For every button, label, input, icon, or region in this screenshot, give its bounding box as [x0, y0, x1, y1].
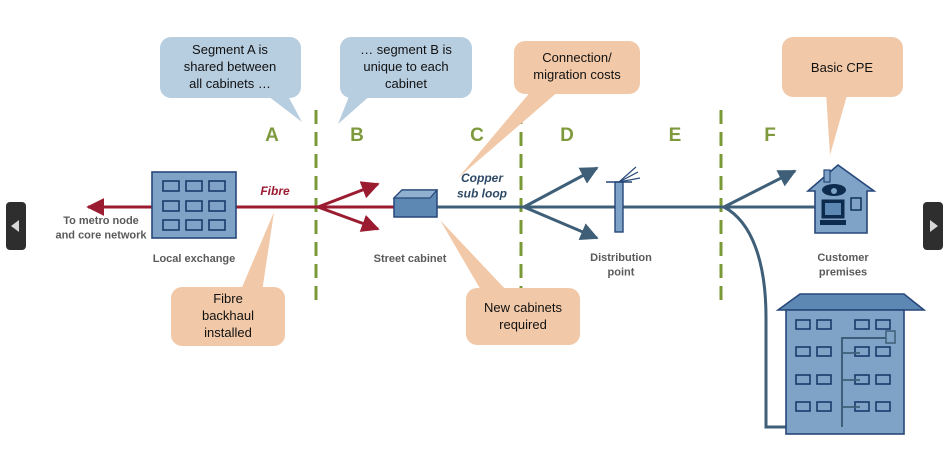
- text-line: Copper: [461, 171, 504, 185]
- copper-branch-up-arrow: [523, 166, 599, 209]
- text-line: and core network: [55, 229, 147, 241]
- callout-new-cabinets-text: New cabinets required: [484, 300, 563, 332]
- metro-node-label: To metro node and core network: [55, 215, 147, 241]
- fibre-link: [86, 181, 394, 232]
- copper-to-premises-arrow: [723, 169, 797, 209]
- text-line: premises: [819, 266, 867, 278]
- callout-fibre-backhaul: Fibre backhaul installed: [171, 212, 285, 346]
- text-line: shared between: [184, 59, 277, 74]
- segment-c-letter: C: [470, 125, 484, 146]
- callout-segment-b: … segment B is unique to each cabinet: [338, 37, 472, 124]
- text-line: required: [499, 317, 547, 332]
- text-line: all cabinets …: [189, 76, 271, 91]
- fibre-branch-down-arrow: [317, 205, 380, 232]
- segment-f-letter: F: [764, 125, 776, 146]
- callout-connection-costs-text: Connection/migration costs: [533, 50, 621, 82]
- callout-segment-b-text: … segment B is unique to each cabinet: [360, 42, 452, 91]
- customer-premises-label: Customer premises: [817, 252, 869, 278]
- copper-link: [437, 166, 884, 429]
- segment-letters: A B C D E F: [265, 125, 776, 146]
- callout-basic-cpe-text: Basic CPE: [811, 60, 873, 75]
- distribution-point-pole: [606, 166, 641, 233]
- segment-e-letter: E: [669, 125, 682, 146]
- segment-b-letter: B: [350, 125, 364, 146]
- segment-d-letter: D: [560, 125, 574, 146]
- fibre-branch-up-arrow: [317, 181, 380, 209]
- text-line: backhaul: [202, 308, 254, 323]
- distribution-point-label: Distribution point: [590, 252, 652, 278]
- text-line: Fibre: [213, 291, 243, 306]
- chevron-left-icon: [11, 220, 19, 232]
- text-line: point: [608, 266, 635, 278]
- street-cabinet: [392, 189, 439, 218]
- next-slide-button[interactable]: [923, 202, 943, 250]
- street-cabinet-label: Street cabinet: [374, 253, 447, 265]
- copper-line-label: Copper sub loop: [457, 171, 507, 201]
- text-line: To metro node: [63, 215, 139, 227]
- callout-fibre-backhaul-text: Fibre backhaul installed: [202, 291, 254, 340]
- callout-basic-cpe: Basic CPE: [782, 37, 903, 155]
- fibre-line-label: Fibre: [260, 184, 290, 198]
- local-exchange-label: Local exchange: [153, 253, 236, 265]
- router-icon: [850, 197, 862, 211]
- customer-house: [805, 163, 877, 234]
- text-line: Segment A is: [192, 42, 268, 57]
- text-line: migration costs: [533, 67, 621, 82]
- text-line: sub loop: [457, 187, 507, 201]
- copper-to-apartment-line: [723, 205, 884, 429]
- segment-a-letter: A: [265, 125, 279, 146]
- apartment-building: [775, 293, 927, 435]
- local-exchange-building: [151, 171, 237, 239]
- callout-segment-a-text: Segment A is shared between all cabinets …: [184, 42, 277, 91]
- phone-icon: [822, 184, 846, 196]
- text-line: New cabinets: [484, 300, 563, 315]
- chevron-right-icon: [930, 220, 938, 232]
- text-line: Connection/: [542, 50, 612, 65]
- callout-connection-costs: Connection/migration costs: [458, 41, 640, 178]
- callout-segment-a: Segment A is shared between all cabinets …: [160, 37, 302, 122]
- text-line: cabinet: [385, 76, 427, 91]
- copper-branch-down-arrow: [523, 205, 599, 240]
- text-line: … segment B is: [360, 42, 452, 57]
- text-line: Distribution: [590, 252, 652, 264]
- text-line: Customer: [817, 252, 869, 264]
- text-line: unique to each: [363, 59, 448, 74]
- prev-slide-button[interactable]: [6, 202, 26, 250]
- computer-icon: [820, 199, 846, 225]
- callout-new-cabinets: New cabinets required: [440, 220, 580, 345]
- text-line: installed: [204, 325, 252, 340]
- text-line: Basic CPE: [811, 60, 873, 75]
